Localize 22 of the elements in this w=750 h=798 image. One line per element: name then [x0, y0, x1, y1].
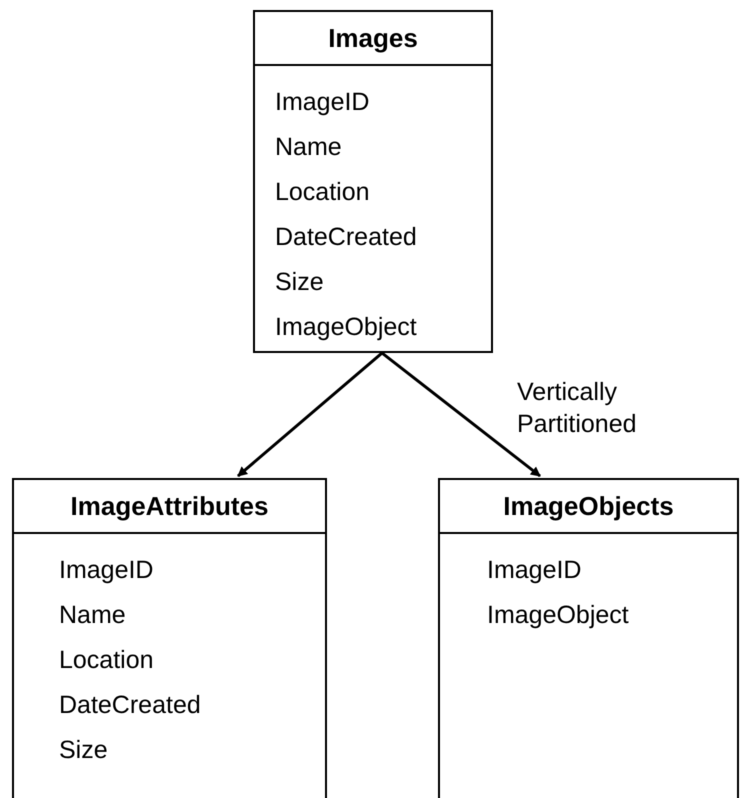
- field-name: Location: [275, 177, 370, 208]
- table-box: [253, 10, 493, 353]
- field-name: Name: [59, 600, 126, 631]
- arrow: [237, 352, 383, 478]
- field-name: DateCreated: [275, 222, 417, 253]
- annotation-text: Vertically Partitioned: [517, 377, 638, 440]
- field-name: Size: [275, 267, 324, 298]
- arrow: [381, 352, 541, 478]
- field-name: Name: [275, 132, 342, 163]
- table-title: ImageAttributes: [14, 480, 325, 534]
- table-box: [12, 478, 327, 798]
- field-name: Location: [59, 645, 154, 676]
- field-name: ImageObject: [275, 312, 417, 343]
- field-name: ImageID: [487, 555, 582, 586]
- table-box: [438, 478, 739, 798]
- field-name: DateCreated: [59, 690, 201, 721]
- table-title: Images: [255, 12, 491, 66]
- field-name: ImageID: [275, 87, 370, 118]
- table-title: ImageObjects: [440, 480, 737, 534]
- field-name: ImageObject: [487, 600, 629, 631]
- field-name: ImageID: [59, 555, 154, 586]
- field-name: Size: [59, 735, 108, 766]
